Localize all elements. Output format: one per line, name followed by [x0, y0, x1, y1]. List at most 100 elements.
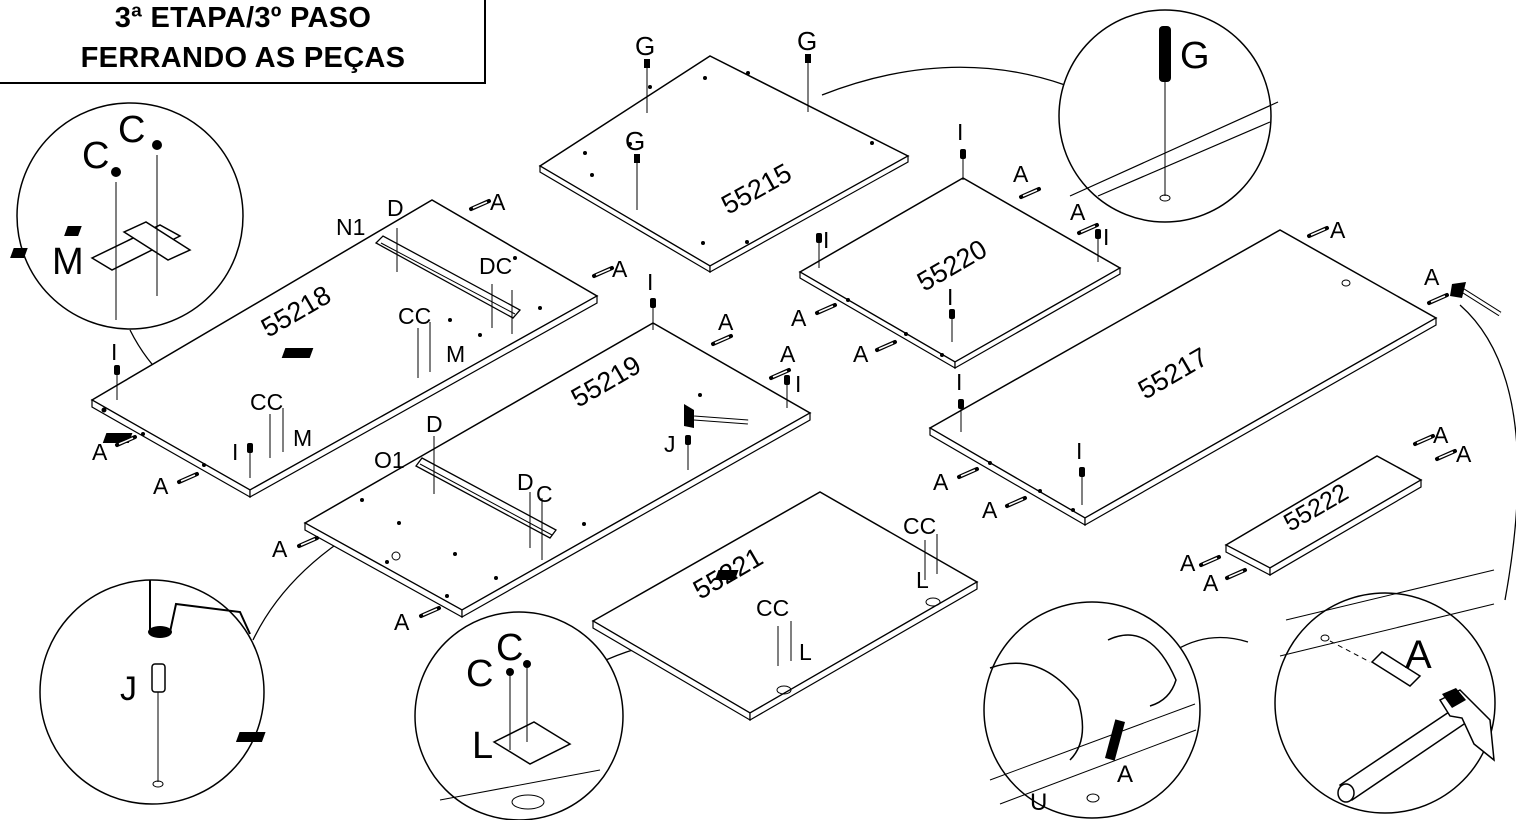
- part-label-i-6: I: [823, 227, 829, 253]
- detail-label-a: A: [1405, 633, 1432, 677]
- part-label-i-1: I: [232, 439, 238, 465]
- j-foot: [685, 435, 691, 445]
- i-dowel-6: [816, 233, 822, 243]
- a-pin-16: [1005, 496, 1027, 508]
- i-dowel-9: [958, 399, 964, 409]
- part-label-m-1: M: [446, 341, 465, 367]
- a-pin-19: [1199, 555, 1221, 567]
- part-label-a-13: A: [1330, 217, 1346, 243]
- hammer-icon-right: [1450, 282, 1502, 317]
- a-pin-detail-small: [1104, 719, 1126, 761]
- a-pin-9: [1019, 187, 1041, 199]
- part-label-j-1: J: [664, 431, 676, 457]
- part-label-l-2: L: [916, 567, 929, 593]
- part-label-i-4: I: [795, 371, 801, 397]
- part-label-a-7: A: [272, 536, 288, 562]
- part-label-g-3: G: [625, 126, 645, 156]
- part-label-dc-1: DC: [479, 253, 512, 279]
- part-label-a-2: A: [612, 256, 628, 282]
- detail-label-a-hands: A: [1117, 761, 1133, 788]
- part-label-i-9: I: [956, 369, 962, 395]
- part-label-m-2: M: [293, 425, 312, 451]
- panel-55215: 55215 G G G: [538, 26, 910, 274]
- part-label-cc-1: CC: [398, 303, 431, 329]
- part-label-i-3: I: [647, 269, 653, 295]
- i-dowel-7: [1095, 229, 1101, 239]
- panel-55218: 55218 N1 D DC CC M CC M I I A A A: [90, 189, 628, 499]
- part-label-a-15: A: [933, 469, 949, 495]
- a-pin-4: [177, 472, 199, 484]
- i-dowel-3: [650, 298, 656, 308]
- a-pin-17: [1413, 434, 1435, 446]
- i-dowel-2: [114, 365, 120, 375]
- part-label-a-14: A: [1424, 264, 1440, 290]
- a-pin-2: [592, 266, 614, 278]
- detail-circle-j-foot: J: [39, 579, 265, 805]
- g-screw-2: [804, 53, 812, 83]
- part-label-a-6: A: [780, 341, 796, 367]
- detail-label-c-4: C: [496, 627, 523, 669]
- a-pin-5: [711, 334, 733, 346]
- detail-label-u: U: [1030, 789, 1047, 816]
- detail-label-l: L: [472, 725, 493, 767]
- i-dowel-4: [784, 375, 790, 385]
- panel-55217: 55217 I I A A A A: [928, 217, 1502, 527]
- part-label-d-2: D: [426, 411, 443, 437]
- step-title-box: 3ª ETAPA/3º PASO FERRANDO AS PEÇAS: [0, 0, 486, 84]
- detail-circle-hands: U A: [983, 601, 1201, 819]
- part-label-d-1: D: [387, 195, 404, 221]
- part-label-a-8: A: [394, 609, 410, 635]
- m-bracket-1: [281, 348, 314, 358]
- a-pin-13: [1307, 226, 1329, 238]
- step-title-line-1: 3ª ETAPA/3º PASO: [114, 2, 372, 34]
- detail-label-g: G: [1180, 35, 1210, 77]
- part-label-i-10: I: [1076, 438, 1082, 464]
- part-label-a-9: A: [1013, 161, 1029, 187]
- detail-label-c-2: C: [118, 109, 145, 151]
- panel-55220: 55220 I I I I A A A A: [791, 119, 1122, 370]
- a-pin-12: [875, 340, 897, 352]
- part-label-cc-2: CC: [250, 389, 283, 415]
- part-label-a-5: A: [718, 309, 734, 335]
- part-label-a-1: A: [490, 189, 506, 215]
- a-pin-8: [419, 606, 441, 618]
- part-label-a-3: A: [92, 439, 108, 465]
- hammer-icon-small: [684, 404, 749, 428]
- detail-label-j: J: [120, 670, 137, 708]
- detail-label-m: M: [52, 241, 84, 283]
- part-label-a-16: A: [982, 497, 998, 523]
- part-label-i-2: I: [111, 339, 117, 365]
- panel-55222: 55222 A A A A: [1180, 422, 1472, 596]
- a-pin-18: [1435, 449, 1457, 461]
- hammer-icon: [1337, 688, 1495, 803]
- panel-55221: 55221 CC L CC L: [533, 491, 979, 722]
- detail-circle-l-hinge: C C L: [235, 611, 624, 820]
- step-title-line-2: FERRANDO AS PEÇAS: [80, 42, 406, 74]
- part-label-a-12: A: [853, 341, 869, 367]
- part-label-c-1: C: [536, 481, 553, 507]
- i-dowel-5: [960, 149, 966, 159]
- part-label-a-17: A: [1433, 422, 1449, 448]
- part-label-i-7: I: [1103, 224, 1109, 250]
- part-label-a-19: A: [1180, 550, 1196, 576]
- part-label-d-3: D: [517, 469, 534, 495]
- part-label-a-10: A: [1070, 199, 1086, 225]
- part-label-a-18: A: [1456, 441, 1472, 467]
- i-dowel-8: [949, 309, 955, 319]
- part-label-i-5: I: [957, 119, 963, 145]
- detail-circle-g-dowel: G: [1058, 9, 1279, 223]
- i-dowel-10: [1079, 467, 1085, 477]
- a-pin-7: [297, 536, 319, 548]
- part-label-a-20: A: [1203, 570, 1219, 596]
- detail-label-c-3: C: [466, 653, 493, 695]
- a-pin-20: [1225, 568, 1247, 580]
- g-screw-1: [643, 58, 651, 88]
- a-pin-14: [1427, 293, 1449, 305]
- part-label-cc-4: CC: [903, 513, 936, 539]
- part-label-o1: O1: [374, 447, 405, 473]
- part-label-g-1: G: [635, 31, 655, 61]
- l-hinge-plate-2: [714, 570, 739, 580]
- part-label-i-8: I: [947, 284, 953, 310]
- panel-55219: 55219 O1 D D C J I I A A A A: [272, 269, 812, 635]
